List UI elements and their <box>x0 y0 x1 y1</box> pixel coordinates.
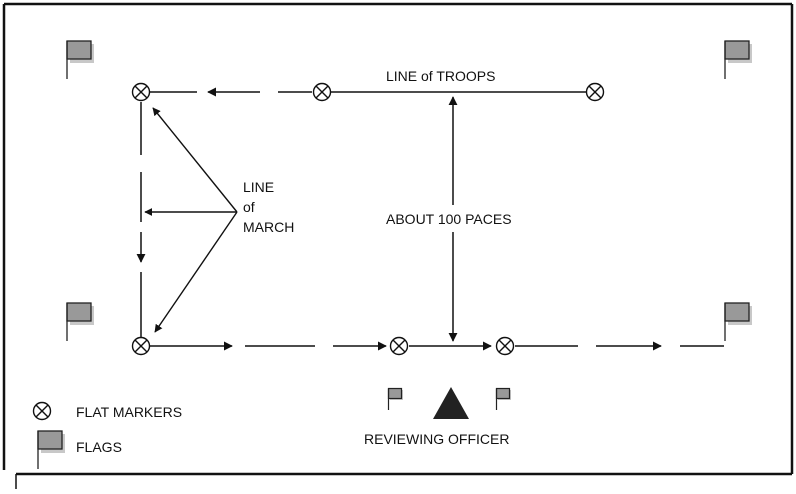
flat-marker-icon <box>495 336 515 356</box>
flag-icon-bottom-right <box>724 302 753 342</box>
line-of-troops-label: LINE of TROOPS <box>386 68 495 84</box>
legend-flat-marker-icon <box>32 401 52 421</box>
flat-marker-icon <box>131 336 151 356</box>
flat-marker-icon <box>312 82 332 102</box>
line-of-march-label-line3: MARCH <box>243 219 294 235</box>
line-of-march-arrows <box>144 107 238 333</box>
flag-icon-top-right <box>724 40 753 80</box>
flag-icon-bottom-left <box>66 302 95 342</box>
flat-marker-icon <box>131 82 151 102</box>
flag-icon-top-left <box>66 40 95 80</box>
line-of-march-label-line2: of <box>243 199 255 215</box>
legend-flat-markers-label: FLAT MARKERS <box>76 404 182 420</box>
flat-marker-icon <box>389 336 409 356</box>
flag-icon-reviewing-right <box>495 387 512 411</box>
reviewing-officer-label: REVIEWING OFFICER <box>364 431 509 447</box>
flat-marker-icon <box>585 82 605 102</box>
distance-label: ABOUT 100 PACES <box>386 211 512 227</box>
flag-icon-reviewing-left <box>387 387 404 411</box>
legend-flags-label: FLAGS <box>76 439 122 455</box>
legend-flag-icon <box>37 430 66 470</box>
line-of-march-label-line1: LINE <box>243 179 274 195</box>
triangle-icon <box>433 387 469 419</box>
